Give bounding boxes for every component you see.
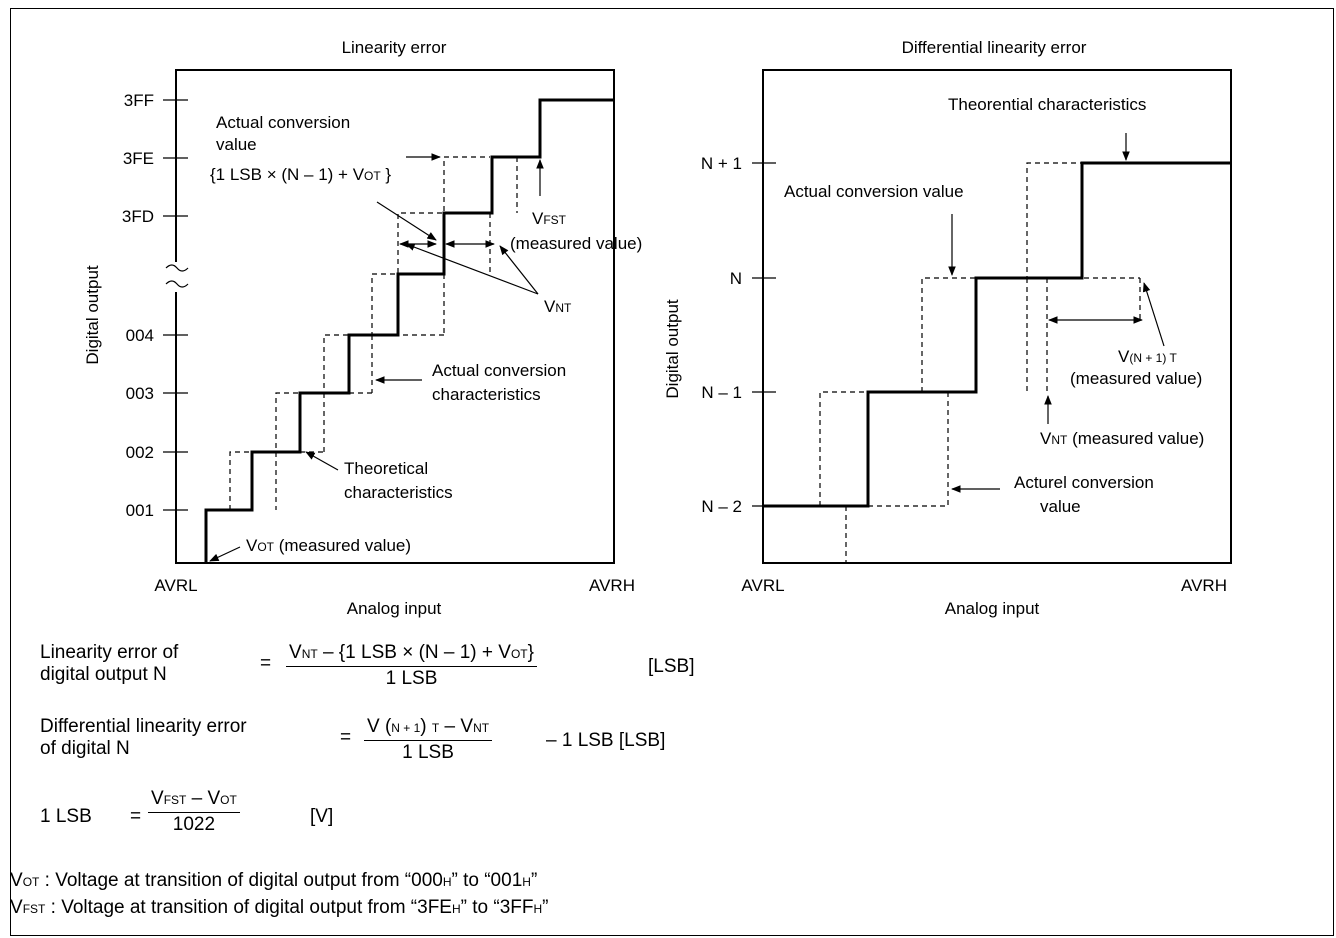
ann-vnt-right: VNT (measured value) bbox=[1040, 429, 1204, 448]
right-tick-n: N bbox=[730, 269, 742, 288]
ann-theorential: Theorential characteristics bbox=[948, 95, 1146, 114]
f2-label: Differential linearity error of digital … bbox=[40, 716, 247, 759]
ann-vfst-measured: (measured value) bbox=[510, 234, 642, 253]
f1-label: Linearity error of digital output N bbox=[40, 642, 179, 685]
left-x-max: AVRH bbox=[589, 576, 635, 595]
left-x-min: AVRL bbox=[154, 576, 197, 595]
right-x-min: AVRL bbox=[741, 576, 784, 595]
right-x-label: Analog input bbox=[945, 599, 1040, 618]
figure-frame bbox=[10, 8, 1334, 936]
left-tick-003: 003 bbox=[126, 384, 154, 403]
ann-vfst: VFST bbox=[532, 209, 567, 228]
right-tick-n-minus-1: N – 1 bbox=[701, 383, 742, 402]
ann-actual-conversion-1: Actual conversion bbox=[216, 113, 350, 132]
theoretical-staircase-right bbox=[763, 161, 1231, 508]
note-vot: VOT : Voltage at transition of digital o… bbox=[10, 870, 538, 891]
right-tick-n-plus-1: N + 1 bbox=[701, 154, 742, 173]
f3-denominator: 1022 bbox=[172, 814, 216, 835]
ann-acturel-2: value bbox=[1040, 497, 1081, 516]
f2-fraction: V (N + 1) T – VNT 1 LSB bbox=[364, 716, 493, 764]
f1-unit: [LSB] bbox=[648, 656, 695, 677]
ann-actual-char-2: characteristics bbox=[432, 385, 541, 404]
actual-staircase-right bbox=[819, 162, 1141, 563]
f2-numerator: V (N + 1) T – VNT bbox=[364, 716, 493, 741]
right-tick-n-minus-2: N – 2 bbox=[701, 497, 742, 516]
left-tick-3ff: 3FF bbox=[124, 91, 154, 110]
f3-equals: = bbox=[130, 806, 142, 827]
right-chart-title: Differential linearity error bbox=[902, 38, 1087, 57]
right-y-ticks: N + 1 N N – 1 N – 2 bbox=[701, 154, 776, 516]
note-vfst: VFST : Voltage at transition of digital … bbox=[10, 897, 549, 918]
ann-v-n1-t: V(N + 1) T bbox=[1118, 347, 1177, 366]
theoretical-staircase bbox=[204, 98, 614, 563]
f3-fraction: VFST – VOT 1022 bbox=[148, 788, 240, 836]
ann-formula: {1 LSB × (N – 1) + VOT } bbox=[210, 165, 391, 184]
ann-vnt: VNT bbox=[544, 297, 572, 316]
ann-actual-conversion-value: Actual conversion value bbox=[784, 182, 964, 201]
ann-actual-char-1: Actual conversion bbox=[432, 361, 566, 380]
f1-equals: = bbox=[260, 653, 272, 674]
left-tick-3fd: 3FD bbox=[122, 207, 154, 226]
left-chart-title: Linearity error bbox=[342, 38, 447, 57]
left-y-ticks: 3FF 3FE 3FD 004 003 002 001 bbox=[122, 91, 188, 520]
left-tick-002: 002 bbox=[126, 443, 154, 462]
linearity-error-chart: Linearity error 3FF 3FE 3FD 004 003 002 … bbox=[83, 38, 642, 618]
f3-label: 1 LSB bbox=[40, 806, 92, 827]
ann-v-n1-t-measured: (measured value) bbox=[1070, 369, 1202, 388]
f1-denominator: 1 LSB bbox=[385, 668, 438, 689]
f1-fraction: VNT – {1 LSB × (N – 1) + VOT} 1 LSB bbox=[286, 642, 537, 690]
right-plot-frame bbox=[762, 69, 1232, 564]
axis-break-mark bbox=[165, 264, 189, 288]
left-y-label: Digital output bbox=[83, 265, 102, 365]
f3-numerator: VFST – VOT bbox=[148, 788, 240, 813]
definitions-notes: VOT : Voltage at transition of digital o… bbox=[10, 868, 548, 922]
left-tick-3fe: 3FE bbox=[123, 149, 154, 168]
f2-equals: = bbox=[340, 727, 352, 748]
right-y-label: Digital output bbox=[663, 299, 682, 399]
ann-vot: VOT (measured value) bbox=[246, 536, 411, 555]
left-tick-004: 004 bbox=[126, 326, 154, 345]
ann-theoretical-1: Theoretical bbox=[344, 459, 428, 478]
left-plot-frame bbox=[175, 69, 615, 564]
f1-numerator: VNT – {1 LSB × (N – 1) + VOT} bbox=[286, 642, 537, 667]
ann-acturel-1: Acturel conversion bbox=[1014, 473, 1154, 492]
right-x-max: AVRH bbox=[1181, 576, 1227, 595]
f2-denominator: 1 LSB bbox=[402, 742, 454, 763]
f3-unit: [V] bbox=[310, 806, 334, 827]
f2-tail: – 1 LSB [LSB] bbox=[546, 730, 666, 751]
left-x-label: Analog input bbox=[347, 599, 442, 618]
ann-actual-conversion-2: value bbox=[216, 135, 257, 154]
ann-theoretical-2: characteristics bbox=[344, 483, 453, 502]
differential-linearity-error-chart: Differential linearity error N + 1 N N –… bbox=[663, 38, 1232, 618]
left-tick-001: 001 bbox=[126, 501, 154, 520]
